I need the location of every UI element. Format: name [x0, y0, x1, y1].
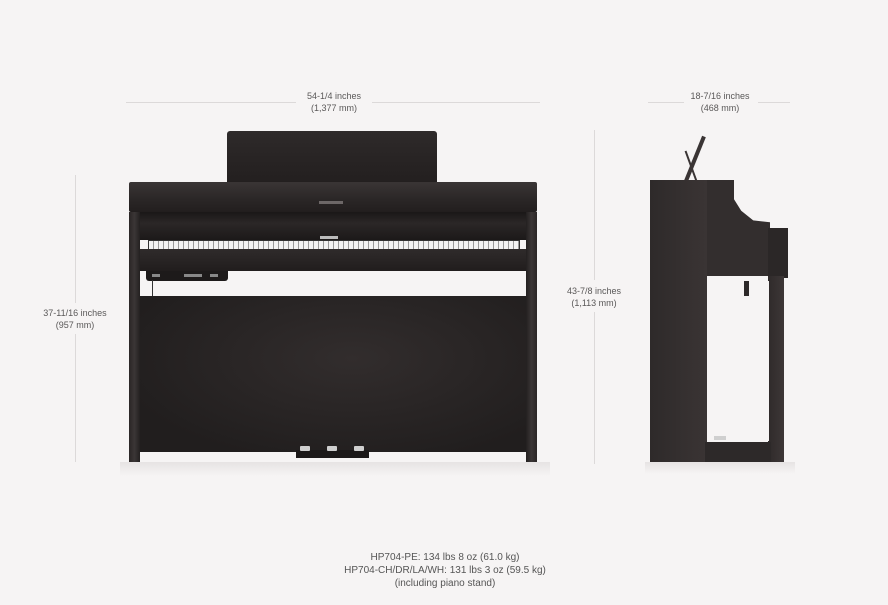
soft-pedal: [300, 446, 310, 451]
weight-info: HP704-PE: 134 lbs 8 oz (61.0 kg) HP704-C…: [330, 551, 560, 590]
front-panel: [140, 296, 526, 452]
depth-mm: (468 mm): [700, 103, 740, 113]
depth-dimension-label: 18-7/16 inches (468 mm): [680, 90, 760, 114]
weight-line-2: HP704-CH/DR/LA/WH: 131 lbs 3 oz (59.5 kg…: [344, 565, 546, 576]
side-front-stand: [650, 180, 707, 462]
width-dimension-label: 54-1/4 inches (1,377 mm): [296, 90, 372, 114]
panel-logo: [320, 236, 338, 239]
key-height-line-bottom: [75, 334, 76, 462]
left-leg: [129, 212, 140, 462]
damper-pedal: [354, 446, 364, 451]
key-slip: [137, 249, 529, 271]
depth-dimension-line-right: [758, 102, 790, 103]
right-leg: [526, 212, 537, 462]
pedal-base: [296, 450, 369, 458]
width-dimension-line-right: [372, 102, 540, 103]
total-height-inches: 43-7/8 inches: [566, 286, 622, 296]
width-inches: 54-1/4 inches: [306, 91, 362, 101]
side-opening: [713, 281, 769, 441]
side-back-panel: [768, 228, 788, 278]
fallboard: [137, 212, 529, 240]
key-height-inches: 37-11/16 inches: [43, 308, 107, 318]
total-height-label: 43-7/8 inches (1,113 mm): [556, 285, 632, 309]
key-height-line-top: [75, 175, 76, 303]
depth-dimension-line-left: [648, 102, 684, 103]
key-height-mm: (957 mm): [55, 320, 95, 330]
front-floor-shadow: [120, 462, 550, 476]
side-rear-leg: [768, 276, 784, 462]
key-height-label: 37-11/16 inches (957 mm): [36, 307, 114, 331]
music-rest: [227, 131, 437, 183]
total-height-line-bottom: [594, 312, 595, 464]
brand-logo: [319, 201, 343, 204]
side-pedal: [714, 436, 726, 440]
width-mm: (1,377 mm): [310, 103, 357, 113]
depth-inches: 18-7/16 inches: [690, 91, 750, 101]
cable: [152, 280, 153, 296]
headphone-hook: [744, 281, 749, 296]
sostenuto-pedal: [327, 446, 337, 451]
side-floor-shadow: [645, 462, 795, 474]
piano-lid: [129, 182, 537, 212]
side-base: [705, 442, 771, 462]
headphone-control-box: [146, 271, 228, 281]
width-dimension-line-left: [126, 102, 296, 103]
weight-line-3: (including piano stand): [394, 578, 496, 589]
total-height-mm: (1,113 mm): [571, 298, 617, 308]
total-height-line-top: [594, 130, 595, 280]
weight-line-1: HP704-PE: 134 lbs 8 oz (61.0 kg): [370, 552, 520, 563]
